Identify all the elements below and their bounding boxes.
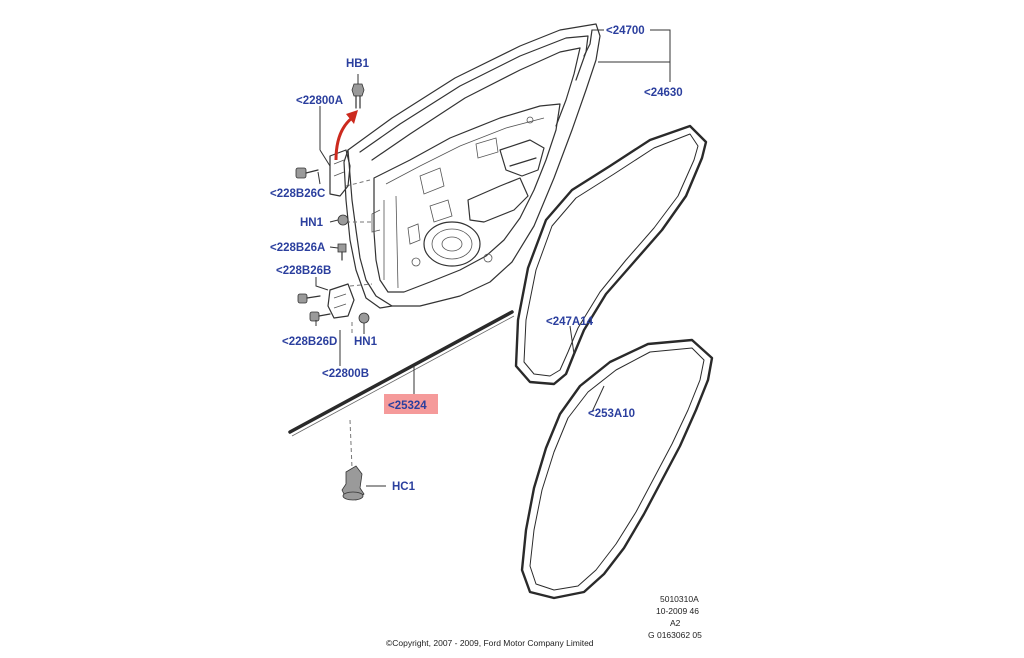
callout-228b26c: <228B26C (270, 188, 325, 200)
callout-247a14: <247A14 (546, 316, 594, 328)
reference-line-1: 5010310A (660, 594, 699, 604)
belt-moulding-strip (288, 310, 515, 437)
callout-228b26d: <228B26D (282, 336, 337, 348)
install-arrow (334, 116, 353, 161)
upper-hinge (329, 149, 351, 197)
callout-22800a: <22800A (296, 95, 343, 107)
bolt-hb1 (351, 83, 365, 109)
callout-hc1: HC1 (392, 481, 416, 493)
callout-24630: <24630 (644, 87, 683, 99)
callout-253a10: <253A10 (588, 408, 635, 420)
callout-hb1: HB1 (346, 58, 370, 70)
door-seal-247a14 (514, 124, 708, 386)
nut-hn1-top (337, 214, 349, 226)
door-seal-253a10 (520, 338, 714, 600)
leader-lines (315, 29, 671, 487)
reference-line-4: G 0163062 05 (648, 630, 702, 640)
callout-22800b: <22800B (322, 368, 369, 380)
clip-hc1 (341, 465, 365, 501)
callout-hn1-top: HN1 (300, 217, 324, 229)
bolt-228b26c (295, 167, 319, 179)
callout-228b26b: <228B26B (276, 265, 331, 277)
callout-228b26a: <228B26A (270, 242, 325, 254)
bolt-228b26b (297, 293, 321, 304)
reference-line-2: 10-2009 46 (656, 606, 699, 616)
copyright-text: ©Copyright, 2007 - 2009, Ford Motor Comp… (386, 638, 594, 648)
rear-door-shell (343, 23, 601, 309)
callout-hn1-bottom: HN1 (354, 336, 378, 348)
callout-24700: <24700 (606, 25, 645, 37)
lower-hinge (327, 283, 355, 319)
bolt-228b26d (309, 311, 331, 322)
callout-25324: <25324 (388, 400, 427, 412)
nut-hn1-bottom (358, 312, 370, 324)
bolt-228b26a (337, 243, 347, 261)
install-arrowhead (346, 110, 358, 124)
guide-lines (345, 179, 374, 469)
highlight-box (384, 394, 438, 414)
reference-line-3: A2 (670, 618, 681, 628)
